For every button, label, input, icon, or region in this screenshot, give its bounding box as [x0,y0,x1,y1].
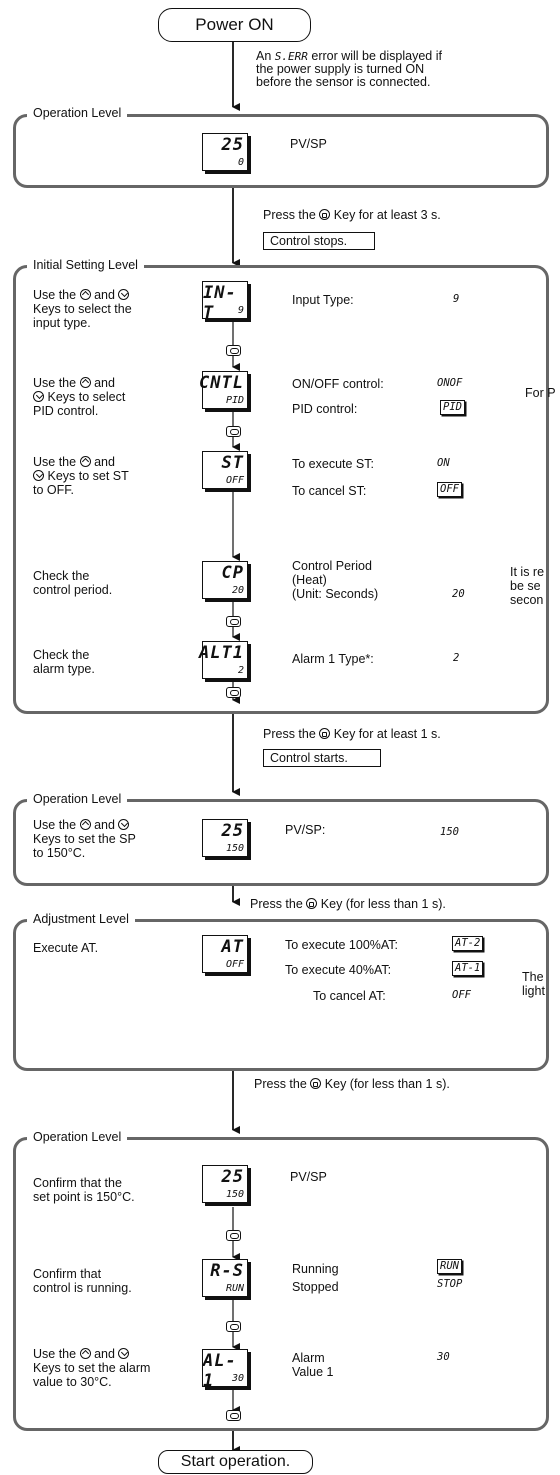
value-st-on: ON [437,457,450,469]
control-stops-box: Control stops. [263,232,375,250]
value-at-off: OFF [452,989,471,1001]
value-sp: 150 [440,826,459,838]
mode-key-icon [319,209,331,220]
instruction-pid: Use the and Keys to select PID control. [33,376,126,418]
display-confirm-sp: 25 150 [202,1165,248,1203]
side-note-pid: For P [525,386,556,400]
display-alarm-type: ALT1 2 [199,641,248,679]
param-pv-sp: PV/SP [290,1170,327,1184]
value-onoff: ONOF [437,377,463,389]
instruction-control-period: Check the control period. [33,569,113,597]
level-title: Operation Level [27,106,128,120]
power-on-label: Power ON [195,15,274,34]
instruction-input-type: Use the and Keys to select the input typ… [33,288,132,330]
cycle-icon [226,687,241,698]
value-input-type: 9 [453,293,460,305]
value-at-2: AT-2 [452,936,484,951]
instruction-execute-at: Execute AT. [33,941,99,955]
value-control-period: 20 [452,588,465,600]
display-control-period: CP 20 [202,561,248,599]
start-operation-label: Start operation. [180,1453,291,1470]
instruction-confirm-sp: Confirm that the set point is 150°C. [33,1176,135,1204]
param-control-period: Control Period (Heat) (Unit: Seconds) [292,559,379,601]
param-alarm-type: Alarm 1 Type*: [292,652,374,666]
param-at-100: To execute 100%AT: [285,938,399,952]
param-pv-sp: PV/SP: [285,823,326,837]
pv-sp-label: PV/SP [290,137,327,151]
side-note-at: The light [522,970,545,998]
display-st: ST OFF [202,451,248,489]
operation-level-1 [13,114,549,188]
power-on-terminal: Power ON [158,8,311,42]
param-cancel-at: To cancel AT: [313,989,386,1003]
transition-note-2: Press the Key for at least 1 s. [263,727,441,741]
instruction-set-sp: Use the and Keys to set the SP to 150°C. [33,818,136,860]
value-stop: STOP [437,1278,463,1290]
value-run-selected: RUN [437,1259,462,1274]
param-alarm-value: Alarm Value 1 [292,1351,334,1379]
up-key-icon [79,377,91,388]
initial-setting-level [13,265,549,714]
up-key-icon [79,456,91,467]
level-title: Operation Level [27,792,128,806]
sensor-error-note: An S.ERR error will be displayed if the … [256,49,442,89]
transition-note-1: Press the Key for at least 3 s. [263,208,441,222]
display-run-stop: R-S RUN [202,1259,248,1297]
instruction-alarm-type: Check the alarm type. [33,648,95,676]
down-key-icon [118,289,130,300]
start-operation-terminal: Start operation. [158,1450,313,1474]
serr-code: S.ERR [274,50,308,63]
side-note-period: It is re be se secon [510,565,545,607]
value-st-off-selected: OFF [437,482,462,497]
level-title: Operation Level [27,1130,128,1144]
value-alarm-type: 2 [453,652,460,664]
mode-key-icon [319,728,331,739]
down-key-icon [33,391,44,402]
param-stopped: Stopped [292,1280,339,1294]
param-cancel-st: To cancel ST: [292,484,367,498]
level-title: Initial Setting Level [27,258,144,272]
down-key-icon [118,819,130,830]
transition-note-4: Press the Key (for less than 1 s). [254,1077,450,1091]
mode-key-icon [310,1078,322,1089]
display-set-sp: 25 150 [202,819,248,857]
instruction-st: Use the and Keys to set ST to OFF. [33,455,129,497]
transition-note-3: Press the Key (for less than 1 s). [250,897,446,911]
cycle-icon [226,1410,241,1421]
cycle-icon [226,426,241,437]
level-title: Adjustment Level [27,912,135,926]
adjustment-level [13,919,549,1071]
display-control: CNTL PID [199,371,248,409]
param-onoff: ON/OFF control: [292,377,384,391]
operation-level-3 [13,1137,549,1431]
param-at-40: To execute 40%AT: [285,963,392,977]
up-key-icon [79,819,91,830]
display-at: AT OFF [202,935,248,973]
cycle-icon [226,1230,241,1241]
instruction-alarm-value: Use the and Keys to set the alarm value … [33,1347,151,1389]
control-starts-box: Control starts. [263,749,381,767]
mode-key-icon [306,898,318,909]
up-key-icon [79,1348,91,1359]
value-at-1: AT-1 [452,961,484,976]
value-alarm: 30 [437,1351,450,1363]
display-pv-sp: 25 0 [202,133,248,171]
down-key-icon [33,470,44,481]
display-input-type: IN-T 9 [202,281,248,323]
param-running: Running [292,1262,339,1276]
cycle-icon [226,345,241,356]
display-alarm-value: AL-1 30 [202,1349,248,1391]
down-key-icon [118,1348,130,1359]
cycle-icon [226,1321,241,1332]
cycle-icon [226,616,241,627]
param-pid: PID control: [292,402,358,416]
operation-level-2 [13,799,549,886]
param-execute-st: To execute ST: [292,457,374,471]
value-pid-selected: PID [440,400,465,415]
up-key-icon [79,289,91,300]
param-input-type: Input Type: [292,293,354,307]
instruction-confirm-running: Confirm that control is running. [33,1267,132,1295]
